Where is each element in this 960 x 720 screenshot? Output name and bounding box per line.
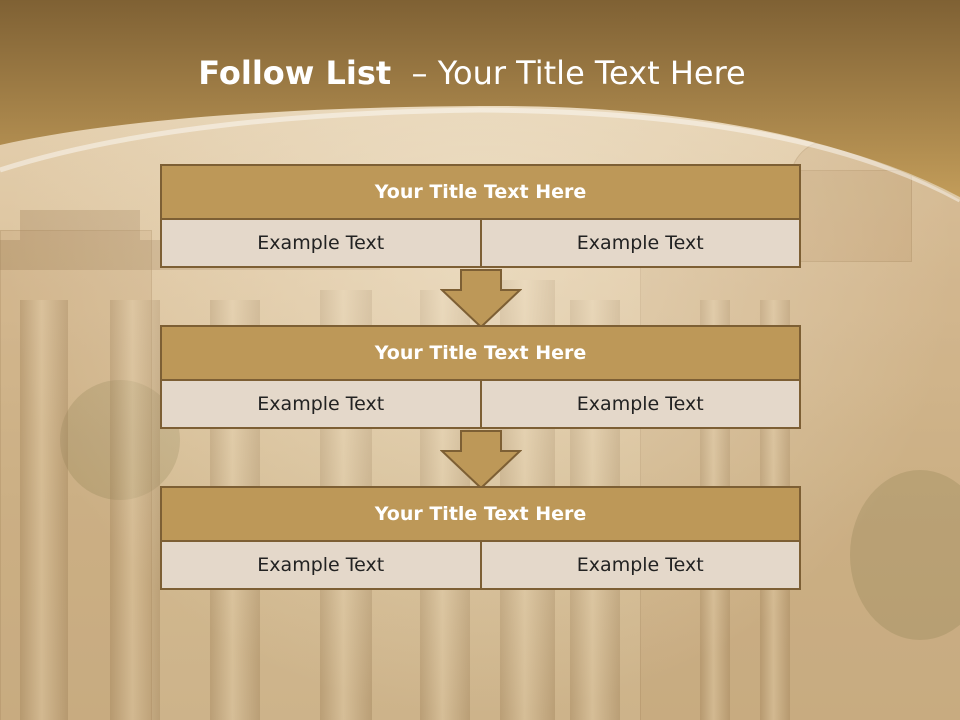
flow-block-2-right-cell: Example Text (481, 381, 801, 429)
flow-block-1-cells: Example Text Example Text (160, 220, 801, 268)
flow-block-3: Your Title Text Here Example Text Exampl… (160, 486, 801, 590)
header-fill (0, 0, 960, 200)
header-shape (0, 0, 960, 203)
flow-block-1-title: Your Title Text Here (160, 164, 801, 220)
slide-title-bold: Follow List (198, 54, 392, 92)
flow-block-3-right-cell: Example Text (481, 542, 801, 590)
flow-block-2-cells: Example Text Example Text (160, 381, 801, 429)
flow-block-3-title: Your Title Text Here (160, 486, 801, 542)
flow-block-1-left-cell: Example Text (160, 220, 482, 268)
flow-block-2: Your Title Text Here Example Text Exampl… (160, 325, 801, 429)
down-arrow-icon (440, 430, 522, 490)
flow-block-3-cells: Example Text Example Text (160, 542, 801, 590)
header-band: Follow List – Your Title Text Here (0, 0, 960, 210)
flow-block-1-right-cell: Example Text (481, 220, 801, 268)
slide-title: Follow List – Your Title Text Here (0, 54, 944, 92)
flow-block-2-title: Your Title Text Here (160, 325, 801, 381)
slide-title-rest: – Your Title Text Here (391, 54, 746, 92)
flow-block-3-left-cell: Example Text (160, 542, 482, 590)
header-highlight-arc (0, 107, 960, 203)
flow-block-2-left-cell: Example Text (160, 381, 482, 429)
flow-block-1: Your Title Text Here Example Text Exampl… (160, 164, 801, 268)
down-arrow-icon (440, 269, 522, 329)
